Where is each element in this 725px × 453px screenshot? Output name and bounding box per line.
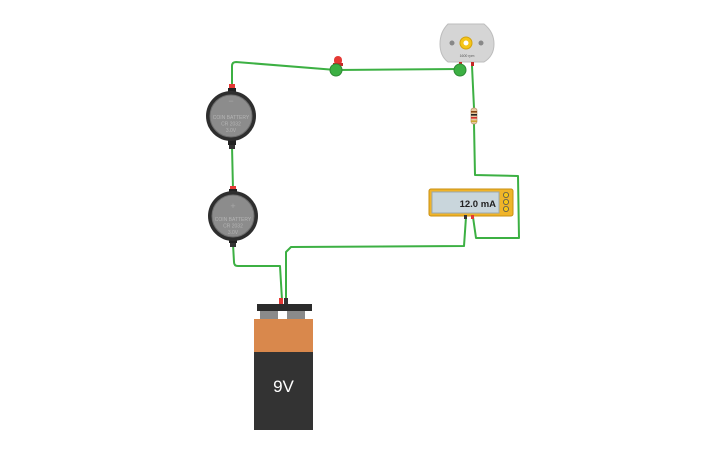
motor-screw-left [449,40,455,46]
led[interactable] [329,56,343,77]
battery-9v-terminal-right [287,311,305,321]
coin-top-line-3: 3.0V [226,128,237,134]
wire-coin-to-9v[interactable] [232,243,283,301]
battery-9v-top-band [254,319,313,352]
led-dome [334,56,342,65]
coin-top-pin-neg[interactable] [229,143,235,149]
multimeter-mode-a-button[interactable] [502,191,509,198]
wire-meter-to-9v[interactable] [285,216,467,301]
battery-9v[interactable]: 9V [254,298,313,430]
multimeter-reading: 12.0 mA [460,199,497,210]
dc-motor[interactable]: 1600 rpm [439,23,495,77]
multimeter-screen [431,191,500,214]
wire-motor-to-resistor[interactable] [471,65,475,109]
wire-coin-to-coin[interactable] [231,145,234,191]
motor-pin-pos[interactable] [471,62,474,66]
coin-battery-top[interactable]: − COIN BATTERY CR 2032 3.0V [206,84,256,149]
multimeter-probe-pos[interactable] [471,215,474,219]
coin-top-tab-bottom [228,139,236,145]
resistor-band-2 [471,114,477,116]
battery-9v-pin-pos[interactable] [279,298,283,304]
resistor-band-3 [471,117,477,119]
motor-terminal-node[interactable] [453,63,467,77]
wire-coin-to-led[interactable] [231,61,337,89]
resistor-band-1 [471,111,477,113]
wires [231,61,520,301]
coin-top-minus-icon: − [228,96,233,106]
motor-label: 1600 rpm [460,54,475,58]
coin-bottom-cell [211,194,255,238]
wire-resistor-to-meter[interactable] [472,123,520,239]
wire-led-to-motor[interactable] [335,68,461,71]
multimeter-probe-com[interactable] [464,215,467,219]
multimeter[interactable]: 12.0 mA [428,188,514,219]
coin-top-cell [209,94,253,138]
motor-screw-right [478,40,484,46]
resistor-band-4 [471,120,477,122]
coin-top-pin-pos[interactable] [229,84,235,90]
coin-top-line-1: COIN BATTERY [213,115,250,121]
resistor[interactable] [470,107,478,125]
battery-9v-terminal-left [260,311,278,321]
coin-bottom-line-2: CR 2032 [223,224,243,230]
battery-9v-body [254,352,313,430]
battery-9v-cap [257,304,312,311]
battery-9v-pin-neg[interactable] [284,298,288,304]
coin-top-tab-top [228,88,236,94]
coin-bottom-line-3: 3.0V [228,230,239,236]
motor-shaft-center [463,40,469,46]
coin-bottom-plus-icon: + [230,201,235,211]
coin-top-line-2: CR 2032 [221,122,241,128]
multimeter-mode-v-button[interactable] [502,198,509,205]
battery-9v-label: 9V [273,377,294,396]
coin-bottom-line-1: COIN BATTERY [215,217,252,223]
coin-battery-bottom[interactable]: + COIN BATTERY CR 2032 3.0V [208,186,258,247]
led-pin-node[interactable] [329,63,343,77]
multimeter-mode-r-button[interactable] [502,205,509,212]
coin-bottom-pin-neg[interactable] [230,241,236,247]
